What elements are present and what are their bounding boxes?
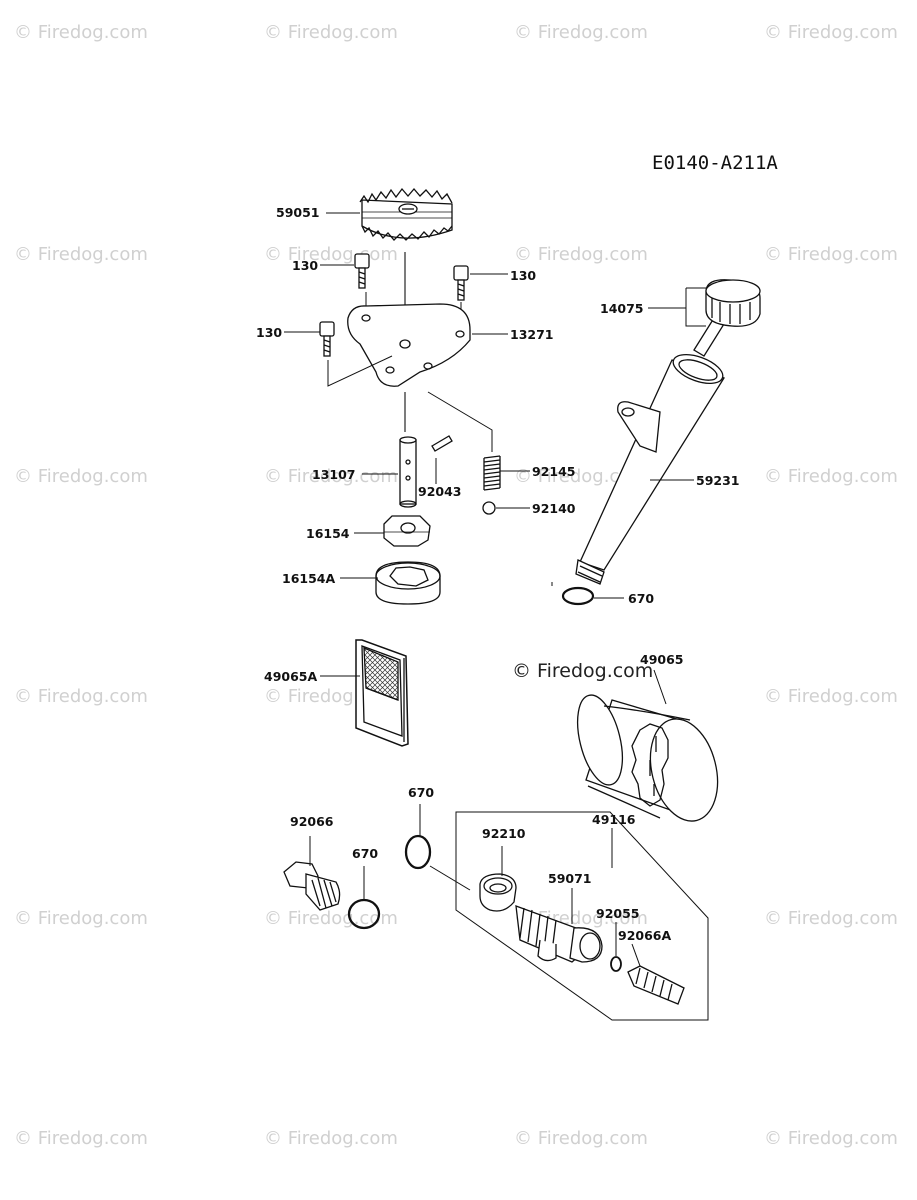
washer-92055 <box>610 956 622 972</box>
gear-59051 <box>359 187 453 241</box>
watermark: © Firedog.com <box>514 22 648 43</box>
bolt-130 <box>354 253 370 289</box>
drain-plug-92066 <box>283 861 341 911</box>
part-label-130: 130 <box>510 268 536 283</box>
watermark: © Firedog.com <box>14 908 148 929</box>
leader-lines <box>284 212 686 677</box>
watermark: © Firedog.com <box>14 686 148 707</box>
inner-rotor-16154 <box>383 515 431 547</box>
ball-92140 <box>482 501 496 515</box>
watermark: © Firedog.com <box>764 22 898 43</box>
o-ring-670 <box>561 586 595 606</box>
oil-filler-tube-59231 <box>575 353 725 585</box>
part-label-14075: 14075 <box>600 301 644 316</box>
fitting-92066A <box>627 965 685 1005</box>
bolt-130 <box>319 321 335 357</box>
watermark: © Firedog.com <box>764 1128 898 1149</box>
part-label-16154: 16154 <box>306 526 350 541</box>
watermark: © Firedog.com <box>14 244 148 265</box>
part-label-49065: 49065 <box>640 652 684 667</box>
watermark: © Firedog.com <box>264 1128 398 1149</box>
part-label-92210: 92210 <box>482 826 526 841</box>
part-label-92145: 92145 <box>532 464 576 479</box>
part-label-130: 130 <box>292 258 318 273</box>
pin-92043 <box>431 435 453 484</box>
watermark: © Firedog.com <box>764 244 898 265</box>
part-label-13107: 13107 <box>312 467 356 482</box>
cover-plate-13271 <box>347 303 471 387</box>
part-label-49116: 49116 <box>592 812 636 827</box>
watermark: © Firedog.com <box>764 686 898 707</box>
o-ring-670 <box>347 898 381 930</box>
part-label-92055: 92055 <box>596 906 640 921</box>
o-ring-670 <box>404 834 432 870</box>
part-label-670: 670 <box>628 591 654 606</box>
watermark: © Firedog.com <box>14 22 148 43</box>
watermark: © Firedog.com <box>264 22 398 43</box>
part-label-130: 130 <box>256 325 282 340</box>
outer-rotor-16154A <box>375 561 441 605</box>
dipstick-cap-14075 <box>693 279 761 357</box>
watermark: © Firedog.com <box>14 1128 148 1149</box>
part-label-16154A: 16154A <box>282 571 335 586</box>
diagram-code: E0140-A211A <box>652 152 778 174</box>
part-label-670: 670 <box>352 846 378 861</box>
part-label-92140: 92140 <box>532 501 576 516</box>
part-label-59051: 59051 <box>276 205 320 220</box>
part-label-92066A: 92066A <box>618 928 671 943</box>
watermark: © Firedog.com <box>764 908 898 929</box>
watermark: © Firedog.com <box>264 908 398 929</box>
part-label-49065A: 49065A <box>264 669 317 684</box>
watermark: © Firedog.com <box>514 244 648 265</box>
spring-92145 <box>483 455 501 491</box>
copyright-notice: © Firedog.com <box>512 660 654 682</box>
watermark: © Firedog.com <box>514 466 648 487</box>
watermark: © Firedog.com <box>264 466 398 487</box>
part-label-92066: 92066 <box>290 814 334 829</box>
bolt-130 <box>453 265 469 301</box>
oil-filter-49065 <box>576 694 719 822</box>
fitting-59071 <box>515 905 603 963</box>
watermark: © Firedog.com <box>514 1128 648 1149</box>
watermark: © Firedog.com <box>764 466 898 487</box>
shaft-13107 <box>399 436 417 508</box>
nut-92210 <box>479 873 517 912</box>
part-label-59071: 59071 <box>548 871 592 886</box>
part-label-92043: 92043 <box>418 484 462 499</box>
part-label-670: 670 <box>408 785 434 800</box>
watermark: © Firedog.com <box>14 466 148 487</box>
part-label-59231: 59231 <box>696 473 740 488</box>
oil-screen-49065A <box>355 639 409 747</box>
part-label-13271: 13271 <box>510 327 554 342</box>
